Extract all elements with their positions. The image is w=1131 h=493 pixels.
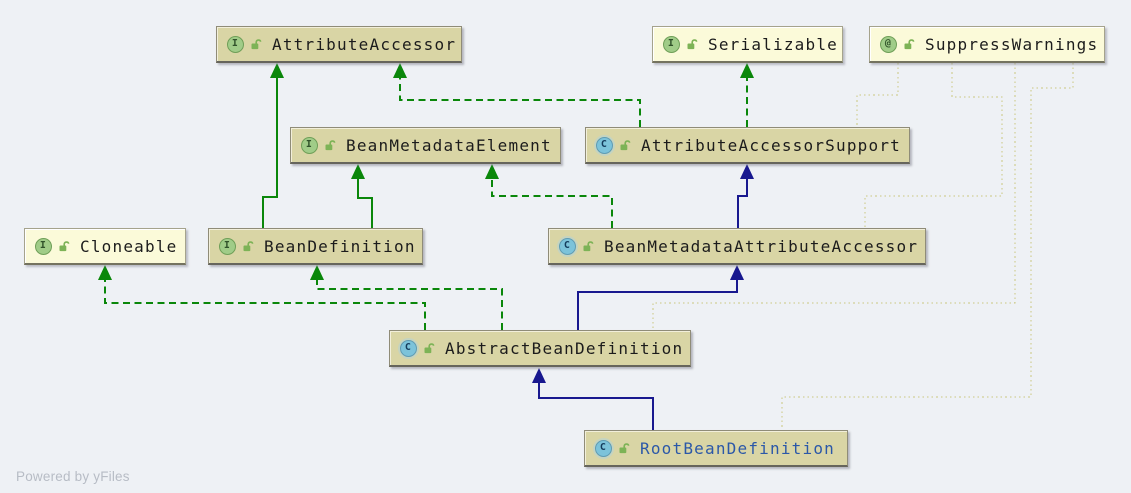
node-label: Cloneable [80, 236, 178, 256]
node-attribute-accessor-support[interactable]: C AttributeAccessorSupport [585, 127, 910, 164]
interface-icon: I [663, 35, 680, 53]
node-label: AbstractBeanDefinition [445, 338, 684, 358]
interface-icon: I [35, 237, 52, 255]
public-lock-icon [325, 139, 336, 150]
node-cloneable[interactable]: I Cloneable [24, 228, 186, 265]
edge-beanmetadataattributeaccessor-implements-beanmetadataelement [485, 164, 613, 228]
edge-rootbeandefinition-extends-abstractbeandefinition [532, 368, 654, 430]
node-label: AttributeAccessorSupport [641, 135, 901, 155]
watermark-prefix: Powered by [16, 469, 94, 484]
node-label: AttributeAccessor [272, 34, 457, 54]
public-lock-icon [904, 38, 915, 49]
node-label: SuppressWarnings [925, 34, 1099, 54]
node-bean-metadata-attribute-accessor[interactable]: C BeanMetadataAttributeAccessor [548, 228, 926, 265]
yfiles-brand-link[interactable]: yFiles [93, 469, 130, 484]
node-serializable[interactable]: I Serializable [652, 26, 843, 63]
interface-icon: I [301, 136, 318, 154]
node-label: BeanMetadataElement [346, 135, 552, 155]
interface-icon: I [219, 237, 236, 255]
node-label: Serializable [708, 34, 838, 54]
node-suppress-warnings[interactable]: @ SuppressWarnings [869, 26, 1105, 63]
node-attribute-accessor[interactable]: I AttributeAccessor [216, 26, 462, 63]
edge-attributeaccessorsupport-implements-attributeaccessor [393, 63, 641, 127]
node-label: BeanMetadataAttributeAccessor [604, 236, 919, 256]
node-label: RootBeanDefinition [640, 438, 835, 458]
yfiles-watermark: Powered by yFiles [16, 469, 130, 484]
node-abstract-bean-definition[interactable]: C AbstractBeanDefinition [389, 330, 691, 367]
edge-suppresswarnings-annotates-abstractbeandefinition [652, 63, 1016, 330]
public-lock-icon [251, 38, 262, 49]
public-lock-icon [687, 38, 698, 49]
edge-suppresswarnings-annotates-rootbeandefinition [781, 63, 1074, 430]
edge-abstractbeandefinition-implements-beandefinition [310, 265, 503, 330]
edge-suppresswarnings-annotates-attributeaccessorsupport [856, 63, 899, 127]
edge-suppresswarnings-annotates-beanmetadataattributeaccessor [864, 63, 1003, 228]
edge-beandefinition-extends-attributeaccessor [262, 63, 284, 228]
edge-attributeaccessorsupport-implements-serializable [740, 63, 754, 127]
node-label: BeanDefinition [264, 236, 416, 256]
node-bean-metadata-element[interactable]: I BeanMetadataElement [290, 127, 561, 164]
public-lock-icon [619, 442, 630, 453]
class-icon: C [400, 339, 417, 357]
public-lock-icon [620, 139, 631, 150]
edge-beandefinition-extends-beanmetadataelement [351, 164, 373, 228]
edge-abstractbeandefinition-implements-cloneable [98, 265, 426, 330]
node-bean-definition[interactable]: I BeanDefinition [208, 228, 423, 265]
edge-beanmetadataattributeaccessor-extends-attributeaccessorsupport [737, 164, 754, 228]
interface-icon: I [227, 35, 244, 53]
annotation-icon: @ [880, 35, 897, 53]
edge-abstractbeandefinition-extends-beanmetadataattributeaccessor [577, 265, 744, 330]
class-icon: C [595, 439, 612, 457]
public-lock-icon [59, 240, 70, 251]
class-icon: C [559, 237, 576, 255]
public-lock-icon [424, 342, 435, 353]
node-root-bean-definition[interactable]: C RootBeanDefinition [584, 430, 848, 467]
class-icon: C [596, 136, 613, 154]
public-lock-icon [243, 240, 254, 251]
public-lock-icon [583, 240, 594, 251]
